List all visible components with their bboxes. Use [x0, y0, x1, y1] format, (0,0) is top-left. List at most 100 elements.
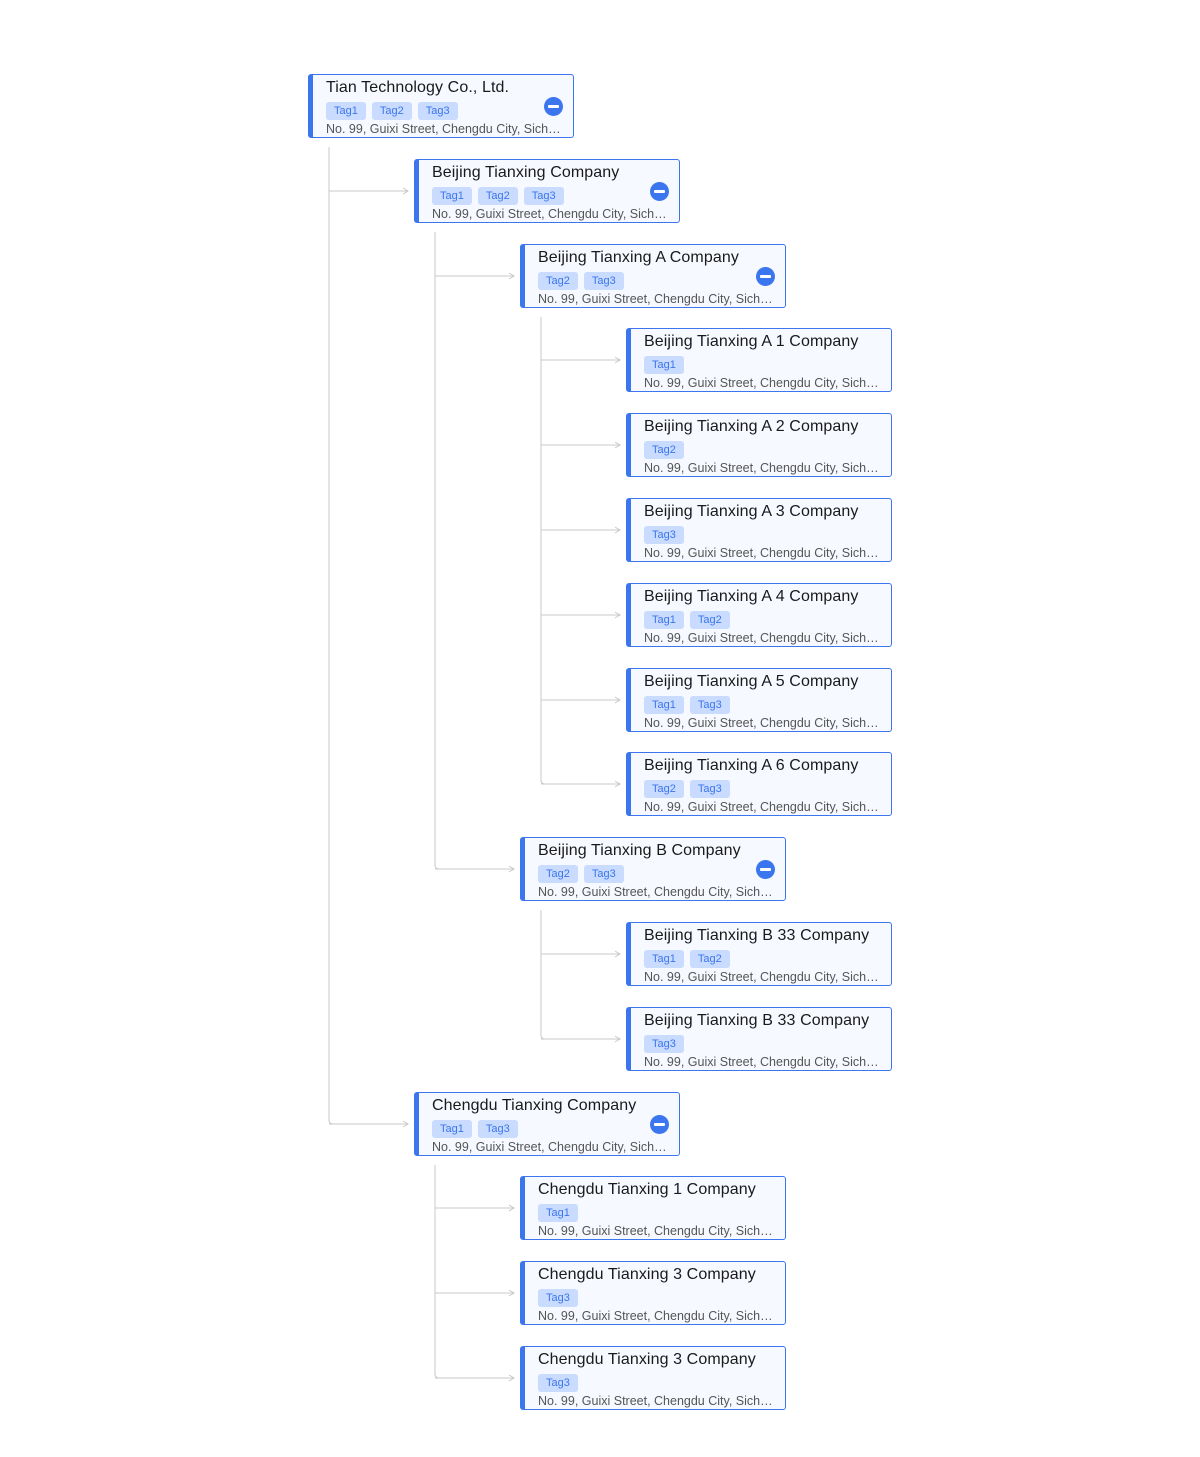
node-address: No. 99, Guixi Street, Chengdu City, Sich…: [644, 376, 880, 390]
node-address: No. 99, Guixi Street, Chengdu City, Sich…: [644, 970, 880, 984]
node-tag-list: Tag1 Tag3: [644, 696, 730, 714]
edge-trunk: [540, 317, 546, 785]
arrow-head: [614, 780, 621, 788]
tag-badge: Tag1: [538, 1204, 578, 1222]
node-tag-list: Tag2 Tag3: [644, 780, 730, 798]
tag-badge: Tag2: [477, 187, 518, 205]
node-address: No. 99, Guixi Street, Chengdu City, Sich…: [538, 885, 774, 899]
arrow-head: [508, 272, 515, 280]
collapse-icon[interactable]: [650, 1115, 669, 1134]
tag-badge: Tag3: [538, 1289, 578, 1307]
tag-badge: Tag1: [644, 611, 684, 629]
tag-badge: Tag1: [326, 102, 366, 120]
tag-badge: Tag1: [432, 187, 472, 205]
node-tag-list: Tag3: [644, 526, 684, 544]
node-address: No. 99, Guixi Street, Chengdu City, Sich…: [538, 292, 774, 306]
collapse-icon[interactable]: [650, 182, 669, 201]
tag-badge: Tag1: [432, 1120, 472, 1138]
tag-badge: Tag1: [644, 356, 684, 374]
node-tag-list: Tag3: [538, 1374, 578, 1392]
tag-badge: Tag3: [689, 696, 730, 714]
node-title: Beijing Tianxing Company: [432, 164, 620, 181]
node-address: No. 99, Guixi Street, Chengdu City, Sich…: [644, 631, 880, 645]
node-title: Chengdu Tianxing Company: [432, 1097, 637, 1114]
arrow-head: [614, 526, 621, 534]
node-title: Beijing Tianxing B 33 Company: [644, 1012, 870, 1029]
node-address: No. 99, Guixi Street, Chengdu City, Sich…: [644, 1055, 880, 1069]
edge-trunk: [540, 910, 546, 1040]
node-address: No. 99, Guixi Street, Chengdu City, Sich…: [326, 122, 562, 136]
tag-badge: Tag3: [583, 865, 624, 883]
tag-badge: Tag1: [644, 950, 684, 968]
node-address: No. 99, Guixi Street, Chengdu City, Sich…: [432, 1140, 668, 1154]
arrow-head: [508, 1374, 515, 1382]
node-tag-list: Tag3: [538, 1289, 578, 1307]
arrow-head: [508, 1204, 515, 1212]
tag-badge: Tag2: [538, 272, 578, 290]
node-title: Beijing Tianxing B 33 Company: [644, 927, 870, 944]
node-tag-list: Tag3: [644, 1035, 684, 1053]
arrow-head: [614, 611, 621, 619]
collapse-icon[interactable]: [756, 267, 775, 286]
tag-badge: Tag3: [417, 102, 458, 120]
edge-trunk: [328, 147, 334, 1125]
tag-badge: Tag3: [583, 272, 624, 290]
node-tag-list: Tag1: [538, 1204, 578, 1222]
tag-badge: Tag3: [644, 526, 684, 544]
arrow-head: [614, 1035, 621, 1043]
node-title: Beijing Tianxing A 3 Company: [644, 503, 859, 520]
edge-trunk: [434, 232, 440, 870]
tag-badge: Tag2: [644, 441, 684, 459]
arrow-head: [614, 441, 621, 449]
node-address: No. 99, Guixi Street, Chengdu City, Sich…: [644, 800, 880, 814]
node-title: Beijing Tianxing A 6 Company: [644, 757, 859, 774]
node-address: No. 99, Guixi Street, Chengdu City, Sich…: [644, 716, 880, 730]
arrow-head: [508, 1289, 515, 1297]
collapse-icon[interactable]: [756, 860, 775, 879]
node-title: Beijing Tianxing A 2 Company: [644, 418, 859, 435]
arrow-head: [614, 696, 621, 704]
arrow-head: [402, 187, 409, 195]
node-title: Beijing Tianxing A 4 Company: [644, 588, 859, 605]
tag-badge: Tag3: [689, 780, 730, 798]
arrow-head: [614, 950, 621, 958]
node-title: Beijing Tianxing A 5 Company: [644, 673, 859, 690]
edge-trunk: [434, 1165, 440, 1379]
tag-badge: Tag3: [477, 1120, 518, 1138]
node-address: No. 99, Guixi Street, Chengdu City, Sich…: [538, 1394, 774, 1408]
tag-badge: Tag2: [644, 780, 684, 798]
node-address: No. 99, Guixi Street, Chengdu City, Sich…: [644, 461, 880, 475]
collapse-icon[interactable]: [544, 97, 563, 116]
tag-badge: Tag3: [644, 1035, 684, 1053]
tag-badge: Tag2: [371, 102, 412, 120]
tag-badge: Tag1: [644, 696, 684, 714]
arrow-head: [508, 865, 515, 873]
node-address: No. 99, Guixi Street, Chengdu City, Sich…: [644, 546, 880, 560]
tag-badge: Tag2: [538, 865, 578, 883]
node-tag-list: Tag1: [644, 356, 684, 374]
arrow-head: [614, 356, 621, 364]
node-title: Beijing Tianxing A Company: [538, 249, 739, 266]
node-title: Chengdu Tianxing 1 Company: [538, 1181, 756, 1198]
node-title: Tian Technology Co., Ltd.: [326, 79, 510, 96]
